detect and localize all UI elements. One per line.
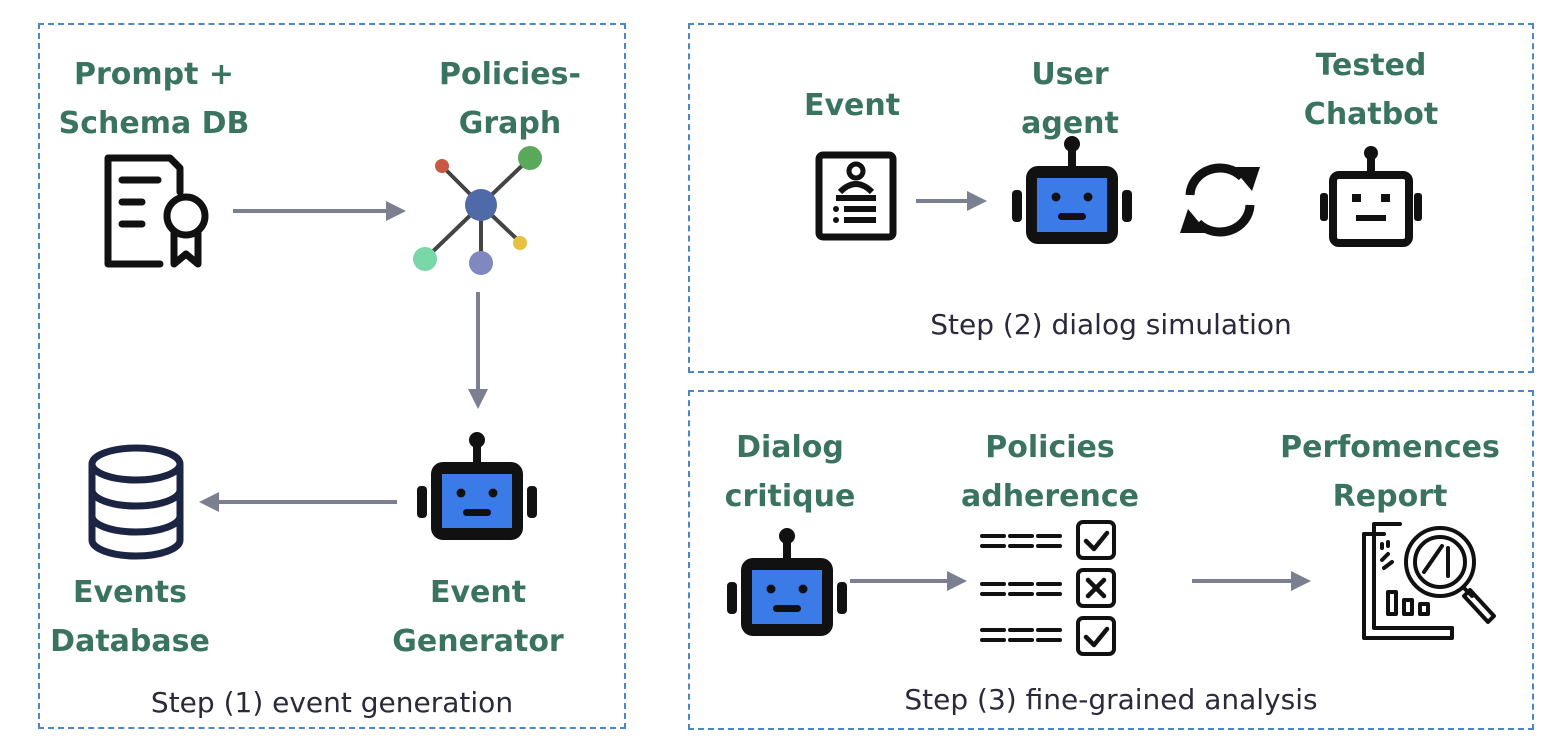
sync-icon: [1180, 163, 1260, 237]
step3-caption: Step (3) fine-grained analysis: [904, 683, 1318, 716]
certificate-document-icon: [104, 154, 209, 268]
event-generator-robot-icon: [417, 432, 537, 540]
prompt-schema-label: Prompt +Schema DB: [58, 57, 250, 141]
event-label: Event: [803, 88, 901, 123]
step2-caption: Step (2) dialog simulation: [930, 308, 1292, 341]
checklist-icon: [980, 520, 1116, 656]
step1-caption: Step (1) event generation: [150, 686, 514, 719]
id-badge-icon: [815, 151, 897, 241]
step3-panel: [688, 390, 1534, 730]
policies-graph-icon: [413, 146, 542, 275]
user-agent-robot-icon: [1012, 136, 1132, 244]
step1-panel: [38, 23, 626, 729]
database-icon: [88, 444, 184, 560]
step2-panel: [688, 23, 1534, 373]
policies-graph-label: Policies-Graph: [439, 57, 581, 141]
report-magnifier-icon: [1362, 522, 1496, 640]
tested-chatbot-robot-icon: [1320, 146, 1422, 247]
dialog-critique-robot-icon: [727, 528, 847, 636]
